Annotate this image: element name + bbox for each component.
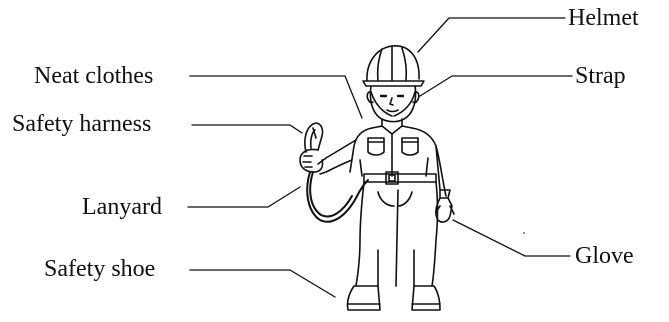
- belt-drawing: [364, 172, 436, 184]
- safety-shoe-leader: [190, 270, 335, 297]
- glove-drawing: [436, 198, 454, 222]
- stray-mark: [523, 232, 525, 234]
- helmet-drawing: [363, 46, 424, 86]
- strap-leader: [420, 76, 572, 96]
- lanyard-leader: [188, 187, 300, 207]
- safety-shoes-drawing: [347, 286, 440, 310]
- label-safety-harness: Safety harness: [12, 110, 151, 138]
- leader-lines: [188, 18, 572, 297]
- shirt-drawing: [350, 119, 450, 198]
- helmet-leader: [418, 18, 565, 52]
- pants-drawing: [356, 182, 438, 286]
- safety-harness-hook: [305, 123, 323, 152]
- label-strap: Strap: [575, 62, 626, 90]
- label-lanyard: Lanyard: [82, 193, 162, 221]
- label-glove: Glove: [575, 242, 634, 270]
- glove-leader: [453, 220, 570, 256]
- safety-harness-leader: [192, 125, 302, 133]
- neat-clothes-leader: [190, 76, 362, 118]
- head-drawing: [367, 86, 418, 122]
- left-arm-drawing: [300, 140, 356, 174]
- label-helmet: Helmet: [568, 4, 639, 32]
- label-neat-clothes: Neat clothes: [34, 62, 153, 90]
- lanyard-drawing: [307, 172, 368, 222]
- label-safety-shoe: Safety shoe: [44, 255, 155, 283]
